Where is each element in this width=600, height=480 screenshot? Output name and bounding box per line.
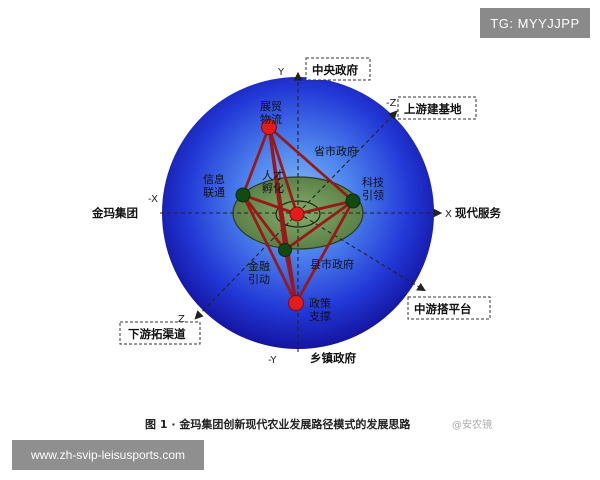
watermark-top: TG: MYYJJPP xyxy=(480,8,590,38)
axis-x-neg-label: -X xyxy=(148,194,158,205)
box-upper-right xyxy=(397,96,477,120)
axis-y-neg-label: -Y xyxy=(268,355,277,366)
node-bottom xyxy=(288,295,304,311)
z-axis-upper xyxy=(297,110,398,214)
node-left-label-2: 联通 xyxy=(203,186,225,199)
node-right xyxy=(345,193,361,209)
node-right-label-1: 科技 xyxy=(362,175,384,189)
end-label-lower-right: 中游搭平台 xyxy=(414,302,472,316)
edge-left-center xyxy=(242,193,298,216)
province-label: 省市政府 xyxy=(314,144,358,158)
box-lower-right xyxy=(407,296,491,320)
end-label-upper-right: 上游建基地 xyxy=(404,102,462,116)
node-top-label-2: 物流 xyxy=(260,112,282,126)
axis-z-pos-label: Z xyxy=(178,314,185,325)
edge-top-center xyxy=(267,126,299,215)
figure-caption: 图 1 · 金玛集团创新现代农业发展路径模式的发展思路 xyxy=(145,417,411,431)
end-label-bottom: 乡镇政府 xyxy=(310,351,356,365)
axis-z-neg-label: -Z xyxy=(386,98,397,109)
box-top xyxy=(305,57,371,81)
edge-top-bottom xyxy=(267,126,298,304)
axis-y-pos-label: Y xyxy=(277,67,285,78)
edge-right-lower xyxy=(284,199,354,252)
edge-top-left xyxy=(241,126,271,196)
county-label: 县市政府 xyxy=(310,257,354,271)
node-bottom-label-2: 支撑 xyxy=(309,309,331,323)
node-top-label-1: 展贸 xyxy=(260,100,282,113)
node-left xyxy=(235,187,251,203)
node-lower xyxy=(278,243,292,257)
node-center-label-1: 人才 xyxy=(262,168,284,182)
edge-left-bottom xyxy=(241,194,298,304)
edge-top-right xyxy=(268,125,354,203)
node-bottom-label-1: 政策 xyxy=(309,296,331,310)
node-lower-label-1: 金融 xyxy=(248,259,270,273)
node-right-label-2: 引领 xyxy=(362,188,384,202)
watermark-bottom: www.zh-svip-leisusports.com xyxy=(12,440,204,470)
edge-right-center xyxy=(296,199,354,216)
edge-left-lower xyxy=(241,194,287,251)
node-center-label-2: 孵化 xyxy=(262,181,284,195)
axis-x-pos-label: X xyxy=(445,209,452,220)
node-center xyxy=(289,206,305,222)
node-lower-label-2: 引动 xyxy=(248,272,270,286)
edge-right-bottom xyxy=(294,200,355,304)
node-left-label-1: 信息 xyxy=(203,172,225,186)
end-label-right: 现代服务 xyxy=(455,206,501,220)
end-label-left: 金玛集团 xyxy=(91,206,138,220)
caption-mark: @安农镜 xyxy=(452,418,492,431)
box-lower-left xyxy=(119,321,201,345)
node-top xyxy=(261,119,277,135)
end-label-top: 中央政府 xyxy=(312,63,358,77)
z-axis-lower xyxy=(194,212,299,320)
edge-lower-bottom xyxy=(283,249,298,304)
end-label-lower-left: 下游拓渠道 xyxy=(128,327,186,341)
